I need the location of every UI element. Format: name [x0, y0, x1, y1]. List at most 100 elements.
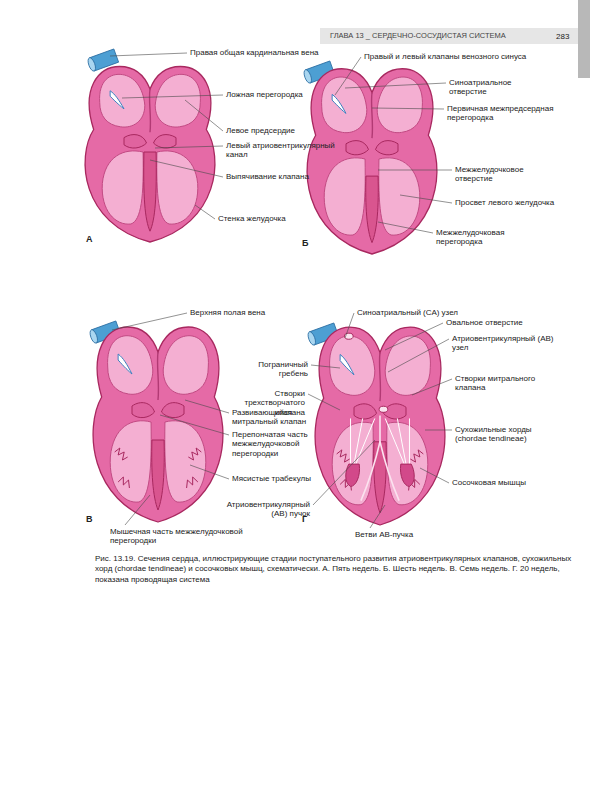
part-label: Ветви АВ-пучка: [355, 530, 445, 539]
atrium-cavity: [108, 336, 153, 395]
part-label: Правый и левый клапаны венозного синуса: [364, 52, 576, 61]
trabecula: [187, 477, 198, 488]
ventricle-cavity: [387, 422, 428, 505]
valve-bulge: [354, 404, 377, 419]
figure-caption: Рис. 13.19. Сечения сердца, иллюстрирующ…: [95, 554, 573, 585]
valve-bulge: [161, 403, 184, 418]
chordae: [351, 418, 375, 464]
leader-line: [112, 313, 187, 330]
leader-line: [385, 323, 443, 350]
ventricle-cavity: [324, 158, 365, 235]
part-label: Перепончатая часть межжелудочковой перег…: [232, 430, 314, 458]
atrium-cavity: [330, 336, 375, 395]
leader-line: [125, 495, 150, 525]
part-label: Левый атриовентрикулярный канал: [226, 141, 346, 160]
heart-section: [93, 327, 223, 522]
papillary-muscle: [400, 464, 414, 486]
part-label: Верхняя полая вена: [190, 308, 310, 317]
page-number: 283: [556, 32, 578, 41]
atrium-cavity: [163, 336, 208, 395]
leader-line: [185, 400, 229, 413]
leader-line: [335, 57, 361, 95]
trabecula: [337, 450, 350, 462]
valve-bulge: [132, 403, 155, 418]
running-head: ГЛАВА 13 _ СЕРДЕЧНО-СОСУДИСТАЯ СИСТЕМА: [330, 32, 560, 41]
trabecula: [188, 448, 201, 460]
vessel-end: [307, 331, 317, 346]
trabecula: [118, 477, 129, 488]
leader-line: [160, 415, 229, 435]
part-label: Правая общая кардинальная вена: [190, 48, 340, 57]
leader-line: [345, 83, 446, 88]
sinus-valve: [332, 94, 346, 113]
part-label: Сосочковая мышцы: [452, 478, 562, 487]
leader-line: [185, 100, 223, 131]
part-label: Створки митрального клапана: [455, 374, 555, 393]
atrium-cavity: [385, 336, 430, 395]
ventricular-septum: [152, 440, 165, 510]
panel-letter: В: [86, 514, 98, 525]
sinus-valve: [118, 354, 132, 374]
heart-wall: [85, 67, 215, 243]
heart-section: [307, 69, 437, 254]
leader-line: [412, 379, 452, 395]
leader-line: [370, 505, 385, 528]
atrial-septum: [379, 352, 380, 401]
part-label: Межжелудочковое отверстие: [455, 165, 555, 184]
heart-wall: [93, 327, 223, 522]
part-label: Ложная перегородка: [226, 90, 326, 99]
vessel-end: [87, 57, 97, 72]
part-label: Синоатриальное отверстие: [449, 78, 544, 97]
atrium-cavity: [155, 74, 200, 127]
header-band: [320, 28, 590, 44]
leader-line: [378, 222, 433, 233]
leader-line: [308, 394, 340, 410]
heart-wall: [307, 69, 437, 254]
atrial-septum: [371, 93, 372, 139]
part-label: Пограничный гребень: [230, 360, 308, 379]
part-label: Первичная межпредсердная перегородка: [447, 104, 557, 123]
leader-line: [313, 440, 375, 505]
valve-bulge: [375, 141, 398, 155]
leader-line: [420, 468, 449, 483]
part-label: Синоатриальный (СА) узел: [357, 308, 497, 317]
leader-line: [425, 430, 452, 431]
chordae: [385, 418, 409, 464]
ventricle-cavity: [102, 151, 143, 224]
ventricle-cavity: [110, 421, 151, 502]
part-label: Мышечная часть межжелудочковой перегород…: [110, 527, 250, 546]
av-node: [379, 406, 388, 412]
part-label: Межжелудочковая перегородка: [436, 228, 536, 247]
valve-bulge: [124, 135, 147, 148]
leader-line: [388, 339, 449, 372]
part-label: Овальное отверстие: [446, 318, 566, 327]
atrial-septum: [149, 89, 150, 132]
vessel-end: [303, 69, 313, 84]
heart-section: [85, 67, 215, 243]
trabecula: [115, 448, 128, 460]
leader-line: [155, 146, 223, 148]
leader-line: [150, 160, 223, 177]
leader-line: [372, 108, 444, 109]
part-label: Выпячивание клапана: [226, 172, 326, 181]
part-label: Мясистые трабекулы: [232, 474, 314, 483]
vessel-end: [89, 329, 99, 344]
sinus-valve: [340, 354, 354, 374]
ventricle-cavity: [157, 151, 198, 224]
panel-letter: Б: [302, 238, 314, 249]
valve-bulge: [153, 135, 176, 148]
leader-line: [400, 195, 452, 203]
valve-bulge: [346, 141, 369, 155]
leader-line: [195, 205, 215, 219]
panel-letter: Г: [302, 514, 314, 525]
part-label: Створки трехстворчатого клапана: [235, 389, 305, 417]
atrium-cavity: [100, 74, 145, 127]
heart-section: [315, 327, 445, 525]
ventricular-septum: [366, 176, 379, 243]
sinus-valve: [110, 91, 124, 109]
leader-line: [311, 365, 340, 368]
part-label: Атриовентрикулярный (АВ) узел: [452, 334, 562, 353]
part-label: Атриовентрикулярный (АВ) пучок: [220, 500, 310, 519]
